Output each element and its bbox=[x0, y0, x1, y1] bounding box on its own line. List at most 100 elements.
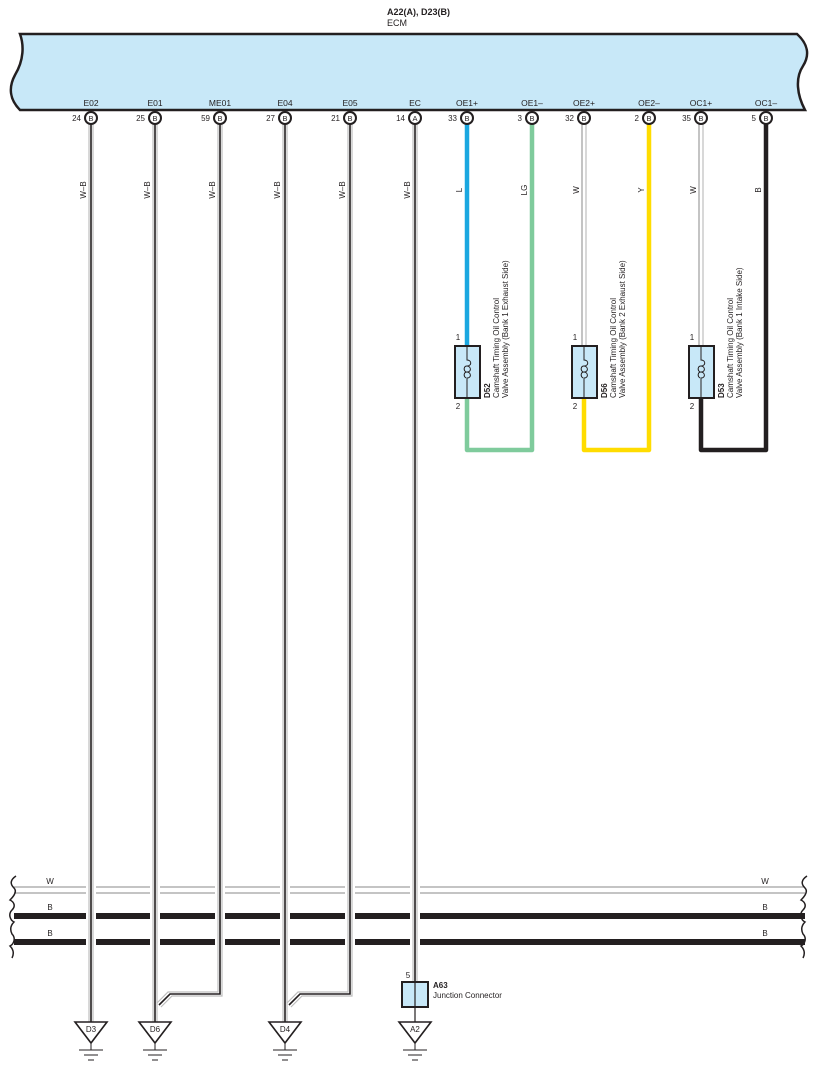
pin-number-e01: 25 bbox=[136, 114, 145, 123]
wire-oe1-minus[interactable] bbox=[464, 124, 535, 453]
ground-d6[interactable]: D6 bbox=[137, 1021, 173, 1061]
ecm-connector-title: A22(A), D23(B) bbox=[387, 7, 450, 17]
valve-d52[interactable]: 1 2 D52 Camshaft Timing Oil Control Valv… bbox=[454, 260, 510, 411]
ground-triangle-icon bbox=[73, 1021, 109, 1045]
valve-id: D53 bbox=[717, 383, 726, 398]
bus-label-b1-left: B bbox=[47, 903, 52, 912]
valve-d53[interactable]: 1 2 D53 Camshaft Timing Oil Control Valv… bbox=[688, 267, 744, 411]
bus-label-b1-right: B bbox=[762, 903, 767, 912]
pin-label-me01: ME01 bbox=[209, 98, 231, 108]
valve-name-line2: Valve Assembly (Bank 1 Exhaust Side) bbox=[501, 260, 510, 398]
junction-connector-a63[interactable]: 5 A63 Junction Connector bbox=[401, 971, 502, 1022]
connector-letter: B bbox=[646, 114, 651, 123]
valve-pin-bottom: 2 bbox=[456, 402, 461, 411]
wire-color-label: B bbox=[754, 187, 763, 192]
connector-letter: B bbox=[152, 114, 157, 123]
pin-number-e05: 21 bbox=[331, 114, 340, 123]
ground-d3[interactable]: D3 bbox=[73, 1021, 109, 1061]
pin-label-oe1-minus: OE1– bbox=[521, 98, 543, 108]
connector-circle-me01[interactable] bbox=[213, 111, 227, 125]
bus-wire-w[interactable] bbox=[14, 886, 805, 894]
bus-label-w-left: W bbox=[46, 877, 54, 886]
valve-name-line2: Valve Assembly (Bank 2 Exhaust Side) bbox=[618, 260, 627, 398]
wire-color-label: W–B bbox=[79, 181, 88, 198]
connector-circle-oe1-plus[interactable] bbox=[460, 111, 474, 125]
wire-oe2-plus[interactable] bbox=[581, 124, 587, 346]
wire-e05[interactable] bbox=[286, 124, 353, 1008]
pin-number-oe1-plus: 33 bbox=[448, 114, 457, 123]
pin-number-e04: 27 bbox=[266, 114, 275, 123]
ground-a2[interactable]: A2 bbox=[397, 1021, 433, 1061]
connector-circle-e01[interactable] bbox=[148, 111, 162, 125]
junction-name: Junction Connector bbox=[433, 991, 502, 1000]
wire-color-label: W–B bbox=[273, 181, 282, 198]
connector-circle-oc1-plus[interactable] bbox=[694, 111, 708, 125]
ecm-body[interactable] bbox=[9, 32, 809, 112]
ground-id: A2 bbox=[410, 1025, 420, 1034]
ground-triangle-icon bbox=[397, 1021, 433, 1045]
ecm-name: ECM bbox=[387, 18, 407, 28]
ground-triangle-icon bbox=[267, 1021, 303, 1045]
bus-crossing-wires bbox=[88, 884, 418, 946]
solenoid-coil-icon bbox=[580, 346, 589, 398]
bus-label-b2-right: B bbox=[762, 929, 767, 938]
wire-me01[interactable] bbox=[156, 124, 223, 1008]
wire-e02[interactable] bbox=[88, 124, 94, 1022]
pin-label-oc1-plus: OC1+ bbox=[690, 98, 712, 108]
connector-letter: B bbox=[347, 114, 352, 123]
wire-e01[interactable] bbox=[152, 124, 158, 1022]
connector-letter: B bbox=[581, 114, 586, 123]
pin-number-oc1-minus: 5 bbox=[752, 114, 757, 123]
break-symbol-right bbox=[799, 875, 808, 959]
valve-id: D52 bbox=[483, 383, 492, 398]
wire-color-label: L bbox=[455, 187, 464, 192]
pin-label-oe2-minus: OE2– bbox=[638, 98, 660, 108]
valve-pin-top: 1 bbox=[690, 333, 695, 342]
connector-letter: A bbox=[412, 114, 417, 123]
bus-label-b2-left: B bbox=[47, 929, 52, 938]
valve-id: D56 bbox=[600, 383, 609, 398]
wire-ec[interactable] bbox=[412, 124, 418, 982]
wire-color-label: LG bbox=[520, 185, 529, 196]
valve-d56[interactable]: 1 2 D56 Camshaft Timing Oil Control Valv… bbox=[571, 260, 627, 411]
ground-triangle-icon bbox=[137, 1021, 173, 1045]
ground-id: D6 bbox=[150, 1025, 161, 1034]
connector-letter: B bbox=[217, 114, 222, 123]
valve-pin-top: 1 bbox=[456, 333, 461, 342]
ground-d4[interactable]: D4 bbox=[267, 1021, 303, 1061]
pin-label-e05: E05 bbox=[342, 98, 357, 108]
connector-circle-e05[interactable] bbox=[343, 111, 357, 125]
wire-oe2-minus[interactable] bbox=[581, 124, 652, 453]
break-symbol-left bbox=[8, 875, 17, 959]
connector-circle-oc1-minus[interactable] bbox=[759, 111, 773, 125]
ground-id: D3 bbox=[86, 1025, 97, 1034]
wire-e04[interactable] bbox=[282, 124, 288, 1022]
valve-name-line1: Camshaft Timing Oil Control bbox=[726, 298, 735, 398]
wire-color-label: W–B bbox=[143, 181, 152, 198]
wire-color-label: W–B bbox=[338, 181, 347, 198]
junction-pin: 5 bbox=[406, 971, 411, 980]
connector-circle-e04[interactable] bbox=[278, 111, 292, 125]
ground-id: D4 bbox=[280, 1025, 291, 1034]
connector-circle-oe2-minus[interactable] bbox=[642, 111, 656, 125]
valve-name-line1: Camshaft Timing Oil Control bbox=[609, 298, 618, 398]
connector-circle-ec[interactable] bbox=[408, 111, 422, 125]
wire-color-label: W–B bbox=[403, 181, 412, 198]
connector-letter: B bbox=[464, 114, 469, 123]
pin-number-oe2-minus: 2 bbox=[635, 114, 640, 123]
connector-letter: B bbox=[529, 114, 534, 123]
pin-number-oe2-plus: 32 bbox=[565, 114, 574, 123]
pin-number-me01: 59 bbox=[201, 114, 210, 123]
solenoid-coil-icon bbox=[463, 346, 472, 398]
connector-letter: B bbox=[88, 114, 93, 123]
connector-circle-oe1-minus[interactable] bbox=[525, 111, 539, 125]
wire-oc1-plus[interactable] bbox=[698, 124, 704, 346]
pin-number-e02: 24 bbox=[72, 114, 81, 123]
wire-oc1-minus[interactable] bbox=[698, 124, 769, 453]
connector-circle-oe2-plus[interactable] bbox=[577, 111, 591, 125]
wire-color-label: W–B bbox=[208, 181, 217, 198]
wire-color-labels: W–B W–B W–B W–B W–B W–B L LG W Y W B bbox=[79, 181, 763, 198]
connector-circle-e02[interactable] bbox=[84, 111, 98, 125]
pin-label-ec: EC bbox=[409, 98, 421, 108]
